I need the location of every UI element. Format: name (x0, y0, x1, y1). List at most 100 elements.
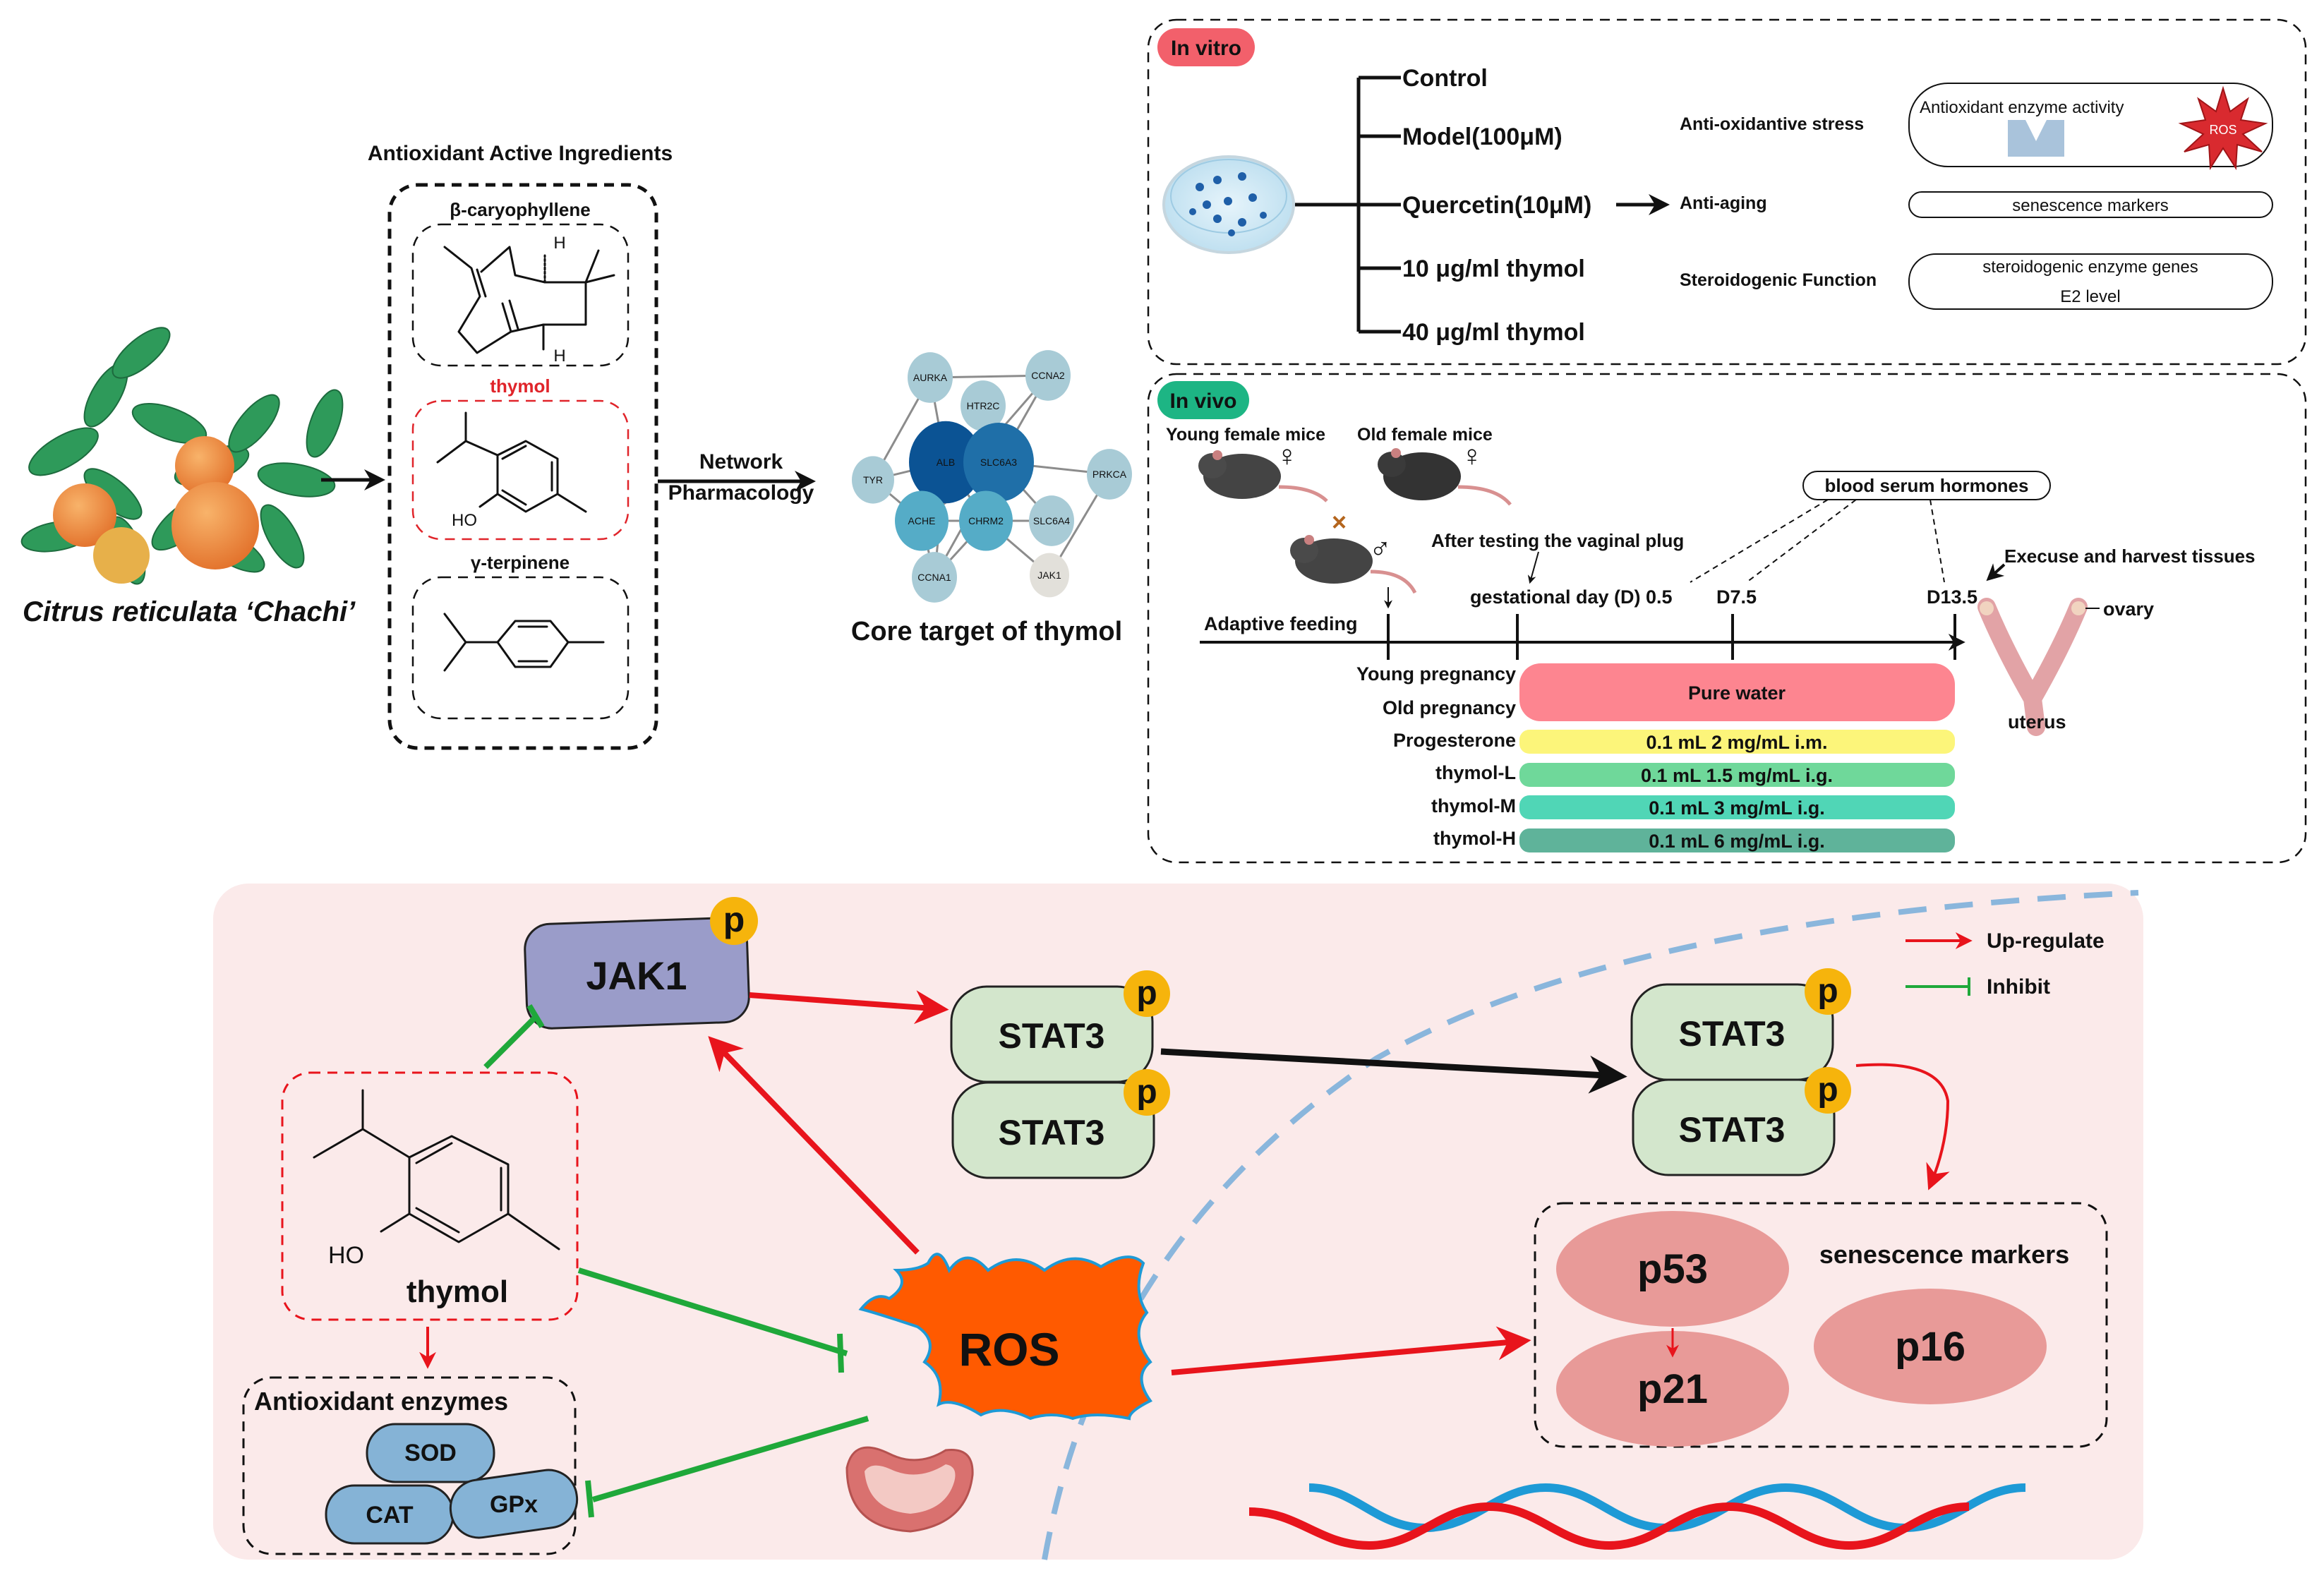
phospho-badge (1124, 970, 1170, 1017)
thymol-label: thymol (407, 1274, 508, 1309)
caryophyllene-structure (443, 246, 615, 354)
stat3-label: STAT3 (999, 1113, 1105, 1152)
enzyme-label: SOD (404, 1440, 457, 1466)
compound-box-thymol (411, 399, 630, 541)
stat3-translocation-arrow (1160, 1048, 1627, 1094)
enzymes-title: Antioxidant enzymes (254, 1387, 508, 1416)
serum-hormones-label: blood serum hormones (1825, 475, 2029, 496)
in-vitro-badge (1157, 28, 1255, 66)
stat3-to-senescence-arrow (1855, 1063, 1950, 1191)
marker-node-p53 (1556, 1211, 1789, 1327)
ros-node (858, 1253, 1152, 1421)
jak1-label: JAK1 (586, 953, 687, 998)
endpoint-box (1908, 191, 2273, 218)
in-vitro-panel (1147, 18, 2307, 366)
in-vivo-group-labels: Young pregnancy Old pregnancy Progestero… (1356, 663, 1516, 849)
phospho-badge (1124, 1069, 1170, 1116)
network-node-aurka (908, 352, 953, 403)
thymol-structure (313, 1089, 560, 1250)
treatment-text: 0.1 mL 6 mg/mL i.g. (1649, 831, 1825, 852)
in-vivo-badge (1157, 381, 1249, 419)
compound-name: γ-terpinene (471, 552, 570, 573)
network-node-htr2c (961, 380, 1006, 431)
atom-label-oh: HO (328, 1242, 364, 1269)
ros-burst-icon: ROS (2178, 85, 2268, 171)
phospho-label: p (1817, 1071, 1838, 1109)
network-node-label: CCNA2 (1031, 370, 1065, 381)
marker-label: p16 (1895, 1324, 1965, 1370)
endpoint-box-text: senescence markers (2012, 196, 2168, 215)
phospho-badge (1805, 1067, 1851, 1114)
endpoint-label: Anti-oxidantive stress (1680, 114, 1864, 134)
old-mice-label: Old female mice (1357, 425, 1493, 445)
stat3-label: STAT3 (1679, 1014, 1786, 1054)
network-node-alb (909, 421, 982, 504)
treatment-bar (1519, 795, 1955, 819)
network-node-label: CHRM2 (968, 515, 1004, 526)
serum-callout-lines (1690, 499, 1945, 583)
endpoint-box (1908, 83, 2273, 167)
group-label: Control (1402, 65, 1488, 92)
enzyme-node (366, 1423, 495, 1483)
treatment-bar (1519, 763, 1955, 787)
young-mice-label: Young female mice (1166, 425, 1325, 445)
stat3-label: STAT3 (999, 1016, 1105, 1056)
compound-box-caryophyllene (411, 223, 630, 367)
pathway-panel (213, 884, 2143, 1560)
group-label: Old pregnancy (1383, 697, 1516, 718)
ovary-label: ovary (2103, 598, 2154, 620)
ros-label: ROS (958, 1323, 1059, 1375)
inhibit-bar (526, 1004, 545, 1029)
harvest-label: Execuse and harvest tissues (2004, 546, 2256, 567)
pathway-edges (419, 990, 1950, 1518)
network-node-jak1 (1030, 553, 1069, 598)
network-node-slc6a4 (1029, 495, 1074, 546)
treatment-labels: Pure water 0.1 mL 2 mg/mL i.m. 0.1 mL 1.… (1641, 682, 1833, 852)
endpoint-label: Anti-aging (1680, 193, 1767, 213)
ingredients-title: Antioxidant Active Ingredients (368, 142, 673, 165)
network-node-ache (895, 490, 949, 551)
network-node-label: JAK1 (1037, 569, 1061, 581)
enzyme-icon (2008, 120, 2064, 157)
treatment-text: Pure water (1688, 682, 1786, 704)
dna-helix-icon (1248, 1483, 2026, 1550)
timepoint-label: D7.5 (1716, 586, 1757, 608)
treatment-text: 0.1 mL 3 mg/mL i.g. (1649, 797, 1825, 819)
group-label: thymol-M (1431, 795, 1516, 816)
network-node-ccna1 (912, 552, 957, 603)
group-label: Young pregnancy (1356, 663, 1516, 685)
network-node-label: CCNA1 (917, 572, 951, 583)
stat3-node (1632, 1078, 1836, 1176)
network-node-label: TYR (863, 474, 883, 486)
network-node-label: SLC6A3 (980, 457, 1017, 468)
treatment-bars (1519, 663, 1955, 852)
network-node-label: ALB (937, 457, 955, 468)
phospho-label: p (1136, 1073, 1157, 1111)
vaginal-plug-label: After testing the vaginal plug (1431, 530, 1684, 551)
treatment-bar (1519, 663, 1955, 721)
group-label: 10 μg/ml thymol (1402, 255, 1585, 282)
phospho-label: p (723, 900, 745, 939)
group-label: thymol-H (1433, 828, 1516, 849)
female-symbol: ♀ (1276, 439, 1299, 472)
treatment-bar (1519, 828, 1955, 852)
treatment-text: 0.1 mL 1.5 mg/mL i.g. (1641, 765, 1833, 786)
group-label: Quercetin(10μM) (1402, 192, 1591, 219)
male-mouse-icon (1290, 535, 1417, 594)
network-node-slc6a3 (963, 423, 1034, 502)
ingredients-box (387, 183, 658, 750)
network-node-tyr (852, 456, 894, 504)
senescence-title: senescence markers (1819, 1240, 2069, 1269)
serum-hormones-box (1802, 471, 2051, 500)
marker-label: p21 (1637, 1366, 1708, 1412)
atom-label-oh: HO (452, 511, 477, 530)
uterus-ovary-illustration (1977, 598, 2088, 736)
stat3-node (951, 1081, 1155, 1179)
network-node-label: AURKA (913, 372, 948, 383)
adaptive-feeding-label: Adaptive feeding (1204, 613, 1358, 634)
citrus-branch-illustration (20, 327, 344, 585)
timeline-ticks (1387, 614, 1956, 660)
endpoint-box-text: E2 level (2060, 287, 2120, 306)
stat3-label: STAT3 (1679, 1110, 1786, 1150)
petri-dish-icon (1162, 155, 1295, 254)
